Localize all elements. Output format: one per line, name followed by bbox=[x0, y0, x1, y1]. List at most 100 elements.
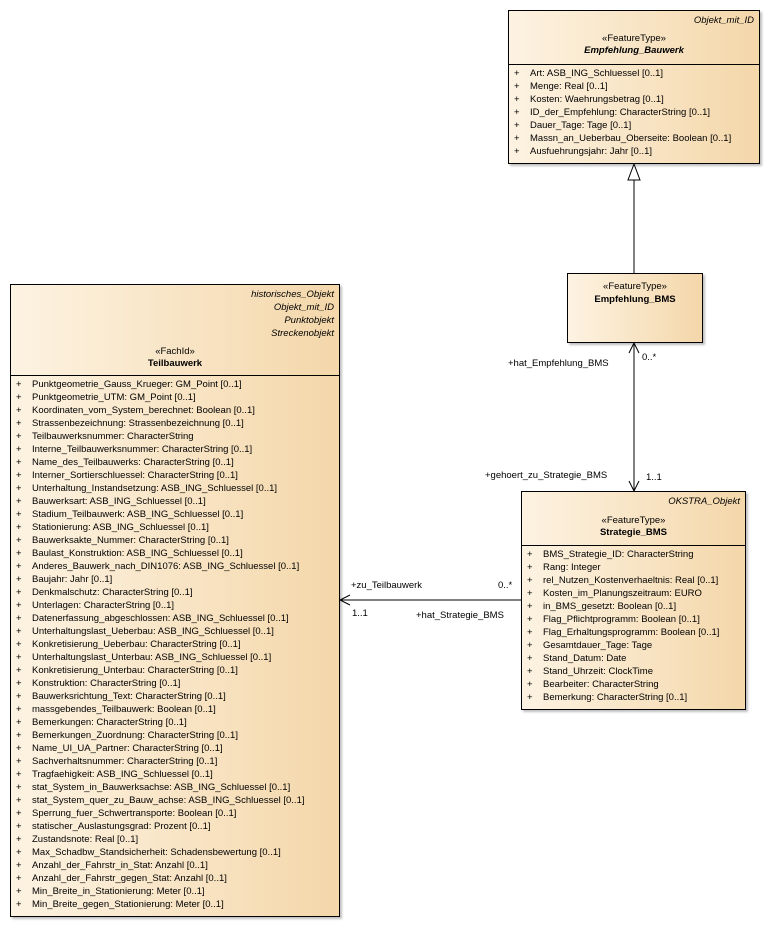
visibility-marker: + bbox=[16, 743, 22, 754]
attribute-row[interactable]: +Punktgeometrie_Gauss_Krueger: GM_Point … bbox=[11, 378, 339, 391]
class-strategie-bms[interactable]: OKSTRA_Objekt «FeatureType» Strategie_BM… bbox=[521, 491, 746, 710]
attribute-row[interactable]: +Menge: Real [0..1] bbox=[509, 80, 759, 93]
visibility-marker: + bbox=[514, 94, 520, 105]
parent-name: Objekt_mit_ID bbox=[693, 15, 754, 26]
parent-name: OKSTRA_Objekt bbox=[668, 496, 740, 507]
attribute-row[interactable]: +Sperrung_fuer_Schwertransporte: Boolean… bbox=[11, 807, 339, 820]
attribute-row[interactable]: +Name_UI_UA_Partner: CharacterString [0.… bbox=[11, 742, 339, 755]
attribute-text: Massn_an_Ueberbau_Oberseite: Boolean [0.… bbox=[530, 133, 732, 144]
attribute-row[interactable]: +Sachverhaltsnummer: CharacterString [0.… bbox=[11, 755, 339, 768]
association-empfehlung-strategie[interactable] bbox=[628, 341, 640, 493]
attribute-row[interactable]: +Konkretisierung_Ueberbau: CharacterStri… bbox=[11, 638, 339, 651]
attribute-text: in_BMS_gesetzt: Boolean [0..1] bbox=[543, 601, 677, 612]
visibility-marker: + bbox=[527, 666, 533, 677]
attribute-row[interactable]: +Bemerkungen: CharacterString [0..1] bbox=[11, 716, 339, 729]
multiplicity-label-top: 0..* bbox=[642, 352, 657, 363]
attribute-row[interactable]: +Dauer_Tage: Tage [0..1] bbox=[509, 119, 759, 132]
visibility-marker: + bbox=[16, 535, 22, 546]
attribute-row[interactable]: +Bauwerksakte_Nummer: CharacterString [0… bbox=[11, 534, 339, 547]
attribute-row[interactable]: +Massn_an_Ueberbau_Oberseite: Boolean [0… bbox=[509, 132, 759, 145]
attribute-row[interactable]: +rel_Nutzen_Kostenverhaeltnis: Real [0..… bbox=[522, 574, 745, 587]
attribute-row[interactable]: +Gesamtdauer_Tage: Tage bbox=[522, 639, 745, 652]
attribute-row[interactable]: +Tragfaehigkeit: ASB_ING_Schluessel [0..… bbox=[11, 768, 339, 781]
attribute-row[interactable]: +BMS_Strategie_ID: CharacterString bbox=[522, 548, 745, 561]
attribute-row[interactable]: +massgebendes_Teilbauwerk: Boolean [0..1… bbox=[11, 703, 339, 716]
attribute-text: Anderes_Bauwerk_nach_DIN1076: ASB_ING_Sc… bbox=[32, 561, 300, 572]
attribute-row[interactable]: +Denkmalschutz: CharacterString [0..1] bbox=[11, 586, 339, 599]
generalization-connector[interactable] bbox=[627, 162, 641, 273]
role-label-top: +hat_Empfehlung_BMS bbox=[508, 358, 609, 369]
attribute-row[interactable]: +Unterlagen: CharacterString [0..1] bbox=[11, 599, 339, 612]
visibility-marker: + bbox=[527, 614, 533, 625]
attribute-row[interactable]: + Datenerfassung_abgeschlossen: ASB_ING_S… bbox=[11, 612, 339, 625]
class-empfehlung-bauwerk[interactable]: Objekt_mit_ID «FeatureType» Empfehlung_B… bbox=[508, 10, 760, 164]
visibility-marker: + bbox=[16, 587, 22, 598]
attribute-row[interactable]: +Strassenbezeichnung: Strassenbezeichnun… bbox=[11, 417, 339, 430]
attribute-text: Flag_Pflichtprogramm: Boolean [0..1] bbox=[543, 614, 700, 625]
attribute-row[interactable]: +Koordinaten_vom_System_berechnet: Boole… bbox=[11, 404, 339, 417]
attribute-row[interactable]: +Name_des_Teilbauwerks: CharacterString … bbox=[11, 456, 339, 469]
attribute-row[interactable]: +Max_Schadbw_Standsicherheit: Schadensbe… bbox=[11, 846, 339, 859]
attribute-row[interactable]: +Stationierung: ASB_ING_Schluessel [0..1… bbox=[11, 521, 339, 534]
attribute-row[interactable]: +Bemerkung: CharacterString [0..1] bbox=[522, 691, 745, 704]
attribute-text: Konkretisierung_Unterbau: CharacterStrin… bbox=[32, 665, 238, 676]
visibility-marker: + bbox=[527, 640, 533, 651]
class-header: Objekt_mit_ID «FeatureType» Empfehlung_B… bbox=[509, 11, 759, 65]
visibility-marker: + bbox=[16, 730, 22, 741]
visibility-marker: + bbox=[16, 509, 22, 520]
attribute-row[interactable]: +ID_der_Empfehlung: CharacterString [0..… bbox=[509, 106, 759, 119]
attribute-row[interactable]: +Stand_Uhrzeit: ClockTime bbox=[522, 665, 745, 678]
attribute-row[interactable]: +Kosten_im_Planungszeitraum: EURO bbox=[522, 587, 745, 600]
attribute-row[interactable]: +Art: ASB_ING_Schluessel [0..1] bbox=[509, 67, 759, 80]
attribute-row[interactable]: +Anderes_Bauwerk_nach_DIN1076: ASB_ING_S… bbox=[11, 560, 339, 573]
class-empfehlung-bms[interactable]: «FeatureType» Empfehlung_BMS bbox=[567, 273, 703, 343]
association-teilbauwerk-strategie[interactable] bbox=[338, 594, 521, 606]
attribute-text: Interne_Teilbauwerksnummer: CharacterStr… bbox=[32, 444, 253, 455]
visibility-marker: + bbox=[527, 575, 533, 586]
visibility-marker: + bbox=[16, 704, 22, 715]
attribute-row[interactable]: +stat_System_in_Bauwerksachse: ASB_ING_S… bbox=[11, 781, 339, 794]
attribute-text: Stadium_Teilbauwerk: ASB_ING_Schluessel … bbox=[32, 509, 244, 520]
attribute-row[interactable]: +Unterhaltungslast_Unterbau: ASB_ING_Sch… bbox=[11, 651, 339, 664]
attribute-row[interactable]: +Teilbauwerksnummer: CharacterString bbox=[11, 430, 339, 443]
attribute-row[interactable]: +Baujahr: Jahr [0..1] bbox=[11, 573, 339, 586]
attribute-row[interactable]: +in_BMS_gesetzt: Boolean [0..1] bbox=[522, 600, 745, 613]
visibility-marker: + bbox=[16, 847, 22, 858]
attribute-row[interactable]: +statischer_Auslastungsgrad: Prozent [0.… bbox=[11, 820, 339, 833]
attribute-row[interactable]: +stat_System_quer_zu_Bauw_achse: ASB_ING… bbox=[11, 794, 339, 807]
attribute-text: Datenerfassung_abgeschlossen: ASB_ING_Sc… bbox=[32, 613, 289, 624]
visibility-marker: + bbox=[16, 613, 22, 624]
attribute-row[interactable]: +Min_Breite_gegen_Stationierung: Meter [… bbox=[11, 898, 339, 911]
attribute-text: Anzahl_der_Fahrstr_in_Stat: Anzahl [0..1… bbox=[32, 860, 208, 871]
attribute-row[interactable]: +Punktgeometrie_UTM: GM_Point [0..1] bbox=[11, 391, 339, 404]
attribute-row[interactable]: +Bauwerksrichtung_Text: CharacterString … bbox=[11, 690, 339, 703]
attribute-row[interactable]: +Unterhaltungslast_Ueberbau: ASB_ING_Sch… bbox=[11, 625, 339, 638]
attribute-row[interactable]: +Kosten: Waehrungsbetrag [0..1] bbox=[509, 93, 759, 106]
attribute-row[interactable]: +Baulast_Konstruktion: ASB_ING_Schluesse… bbox=[11, 547, 339, 560]
attribute-row[interactable]: +Interner_Sortierschluessel: CharacterSt… bbox=[11, 469, 339, 482]
attribute-row[interactable]: +Flag_Erhaltungsprogramm: Boolean [0..1] bbox=[522, 626, 745, 639]
attribute-row[interactable]: +Interne_Teilbauwerksnummer: CharacterSt… bbox=[11, 443, 339, 456]
attribute-row[interactable]: +Konstruktion: CharacterString [0..1] bbox=[11, 677, 339, 690]
visibility-marker: + bbox=[16, 860, 22, 871]
class-teilbauwerk[interactable]: historisches_Objekt Objekt_mit_ID Punkto… bbox=[10, 284, 340, 917]
attribute-row[interactable]: +Rang: Integer bbox=[522, 561, 745, 574]
attribute-row[interactable]: + Anzahl_der_Fahrstr_in_Stat: Anzahl [0..… bbox=[11, 859, 339, 872]
attribute-row[interactable]: +Bearbeiter: CharacterString bbox=[522, 678, 745, 691]
attribute-text: Unterhaltungslast_Ueberbau: ASB_ING_Schl… bbox=[32, 626, 274, 637]
attribute-row[interactable]: +Bemerkungen_Zuordnung: CharacterString … bbox=[11, 729, 339, 742]
attribute-text: Sperrung_fuer_Schwertransporte: Boolean … bbox=[32, 808, 237, 819]
attribute-row[interactable]: + Flag_Pflichtprogramm: Boolean [0..1] bbox=[522, 613, 745, 626]
attribute-row[interactable]: +Ausfuehrungsjahr: Jahr [0..1] bbox=[509, 145, 759, 158]
multiplicity-label-right: 0..* bbox=[498, 580, 513, 591]
attribute-row[interactable]: +Zustandsnote: Real [0..1] bbox=[11, 833, 339, 846]
attribute-row[interactable]: +Anzahl_der_Fahrstr_gegen_Stat: Anzahl [… bbox=[11, 872, 339, 885]
visibility-marker: + bbox=[16, 821, 22, 832]
attribute-row[interactable]: +Unterhaltung_Instandsetzung: ASB_ING_Sc… bbox=[11, 482, 339, 495]
attribute-row[interactable]: +Bauwerksart: ASB_ING_Schluessel [0..1] bbox=[11, 495, 339, 508]
attribute-row[interactable]: +Konkretisierung_Unterbau: CharacterStri… bbox=[11, 664, 339, 677]
attribute-text: Bemerkungen: CharacterString [0..1] bbox=[32, 717, 187, 728]
attribute-row[interactable]: + Stadium_Teilbauwerk: ASB_ING_Schluessel… bbox=[11, 508, 339, 521]
attribute-row[interactable]: +Min_Breite_in_Stationierung: Meter [0..… bbox=[11, 885, 339, 898]
attribute-row[interactable]: +Stand_Datum: Date bbox=[522, 652, 745, 665]
